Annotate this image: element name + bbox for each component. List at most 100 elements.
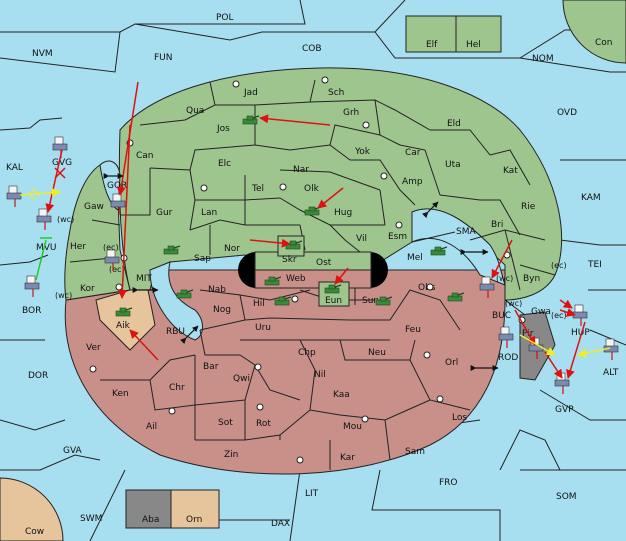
supply-center-icon — [380, 172, 388, 180]
label-dor: DOR — [28, 371, 48, 381]
supply-center-icon — [423, 351, 431, 359]
label-rod: ROD — [498, 353, 518, 363]
label-skr: Skr — [282, 255, 297, 265]
label-lan: Lan — [201, 208, 217, 218]
label-sch: Sch — [328, 88, 344, 98]
label-jos: Jos — [216, 124, 230, 134]
supply-center-icon — [232, 80, 240, 88]
label-nvm: NVM — [32, 49, 53, 59]
supply-center-icon — [321, 76, 329, 84]
label-gaw: Gaw — [84, 202, 104, 212]
label-esm: Esm — [388, 232, 407, 242]
label-rbu: RBU — [166, 327, 185, 337]
label-nog: Nog — [213, 305, 231, 315]
label-kat: Kat — [503, 166, 518, 176]
label-her: Her — [70, 242, 86, 252]
label-rie: Rie — [521, 202, 536, 212]
channel-sma — [411, 208, 506, 286]
region-aik[interactable] — [95, 289, 156, 351]
label-tei: TEI — [587, 260, 602, 270]
label-coast-wc1: (wc) — [57, 215, 74, 224]
label-feu: Feu — [405, 325, 421, 335]
sea-labels: POL NVM FUN COB NOM Con OVD KAL KAM TEI … — [6, 13, 619, 537]
label-mel: Mel — [407, 253, 423, 263]
supply-center-icon — [291, 295, 299, 303]
label-ovd: OVD — [557, 108, 577, 118]
label-dax: DAX — [271, 519, 290, 529]
label-sot: Sot — [218, 418, 233, 428]
supply-center-icon — [115, 283, 123, 291]
label-elf: Elf — [426, 40, 438, 50]
supply-centers — [89, 76, 526, 464]
label-bor: BOR — [22, 306, 41, 316]
label-ken: Ken — [112, 389, 129, 399]
region-hel[interactable] — [455, 15, 502, 53]
label-coast-wc2: (wc) — [55, 291, 72, 300]
label-gur: Gur — [156, 208, 173, 218]
orders — [19, 81, 611, 379]
label-chp: Chp — [298, 348, 316, 358]
label-ost: Ost — [316, 258, 332, 268]
label-mvu: MVU — [36, 243, 57, 253]
label-kaa: Kaa — [333, 390, 350, 400]
label-hup: HUP — [571, 328, 590, 338]
label-hil: Hil — [253, 299, 265, 309]
label-cob: COB — [302, 44, 322, 54]
north-borders — [69, 79, 556, 291]
label-coast-wc4: (wc) — [505, 299, 522, 308]
label-tel: Tel — [251, 184, 264, 194]
label-coast-ec2: (ec) — [109, 265, 125, 274]
label-zin: Zin — [224, 450, 238, 460]
label-cow: Cow — [25, 527, 44, 537]
label-grh: Grh — [343, 108, 359, 118]
label-orl: Orl — [445, 358, 458, 368]
region-con[interactable] — [562, 0, 626, 64]
label-neu: Neu — [368, 348, 386, 358]
coast-labels: (wc) (ec) (ec) (wc) (wc) (ec) (wc) (ec) — [55, 215, 567, 320]
label-web: Web — [286, 274, 306, 284]
label-buc: BUC — [492, 311, 511, 321]
label-coast-ec3: (ec) — [551, 261, 567, 270]
label-eld: Eld — [447, 119, 461, 129]
channel-mit — [149, 261, 203, 341]
supply-center-icon — [426, 283, 434, 291]
label-bri: Bri — [491, 220, 503, 230]
region-elf[interactable] — [405, 15, 457, 53]
label-ver: Ver — [86, 343, 101, 353]
label-can: Can — [136, 151, 154, 161]
supply-center-icon — [168, 407, 176, 415]
supply-center-icon — [279, 183, 287, 191]
north-labels: Jad Sch Qua Jos Grh Eld Can Yok Car Elc … — [70, 40, 540, 294]
label-los: Los — [452, 413, 467, 423]
label-alt: ALT — [603, 368, 619, 378]
label-uta: Uta — [445, 160, 461, 170]
label-lit: LIT — [305, 489, 319, 499]
lake-strip-north — [254, 251, 372, 271]
label-nab: Nab — [208, 285, 226, 295]
neutral-labels: Aik Aba Orn — [116, 321, 202, 525]
supply-center-icon — [395, 221, 403, 229]
label-sun: Sun — [362, 296, 379, 306]
region-orn[interactable] — [170, 489, 220, 529]
label-con: Con — [595, 38, 613, 48]
label-aik: Aik — [116, 321, 131, 331]
label-rot: Rot — [256, 419, 271, 429]
label-swm: SWM — [80, 514, 102, 524]
label-gvp: GVP — [555, 405, 574, 415]
region-cow[interactable] — [0, 477, 64, 541]
supply-center-icon — [362, 121, 370, 129]
label-amp: Amp — [402, 177, 423, 187]
label-pol: POL — [216, 13, 234, 23]
label-nom: NOM — [532, 54, 554, 64]
label-som: SOM — [556, 492, 577, 502]
supply-center-icon — [361, 415, 369, 423]
label-kar: Kar — [340, 453, 355, 463]
label-hug: Hug — [334, 208, 352, 218]
label-nil: Nil — [314, 370, 326, 380]
supply-center-icon — [296, 456, 304, 464]
label-orn: Orn — [186, 515, 202, 525]
label-eun: Eun — [325, 296, 342, 306]
label-aba: Aba — [142, 515, 159, 525]
